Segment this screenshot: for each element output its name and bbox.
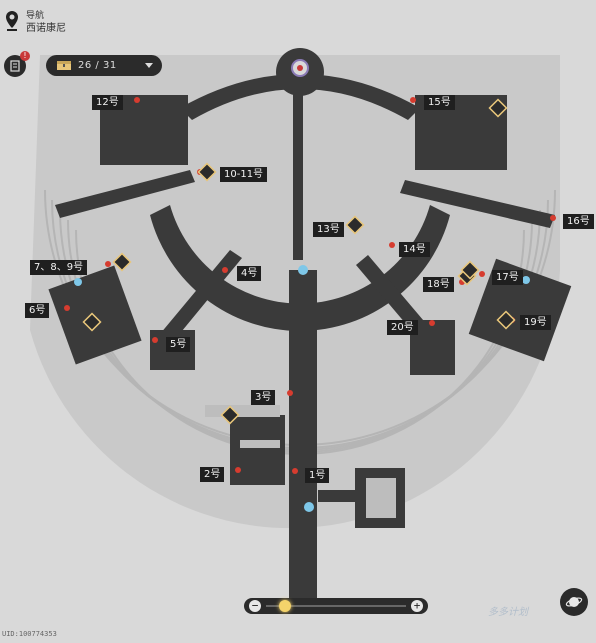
marker-dot-4[interactable]	[222, 267, 228, 273]
zoom-knob[interactable]	[278, 600, 291, 612]
chest-icon-3[interactable]	[220, 405, 240, 425]
waypoint-core	[297, 65, 303, 71]
area-label-12[interactable]: 12号	[92, 95, 123, 110]
anchor-marker-icon[interactable]	[304, 502, 314, 512]
chest-counter-dropdown[interactable]: 26 / 31	[46, 55, 162, 76]
map-layer-button[interactable]	[560, 588, 588, 616]
marker-dot-16[interactable]	[550, 215, 556, 221]
chest-icon-7-9[interactable]	[112, 252, 132, 272]
area-label-3[interactable]: 3号	[251, 390, 276, 405]
area-label-14[interactable]: 14号	[399, 242, 430, 257]
player-marker-icon	[298, 265, 308, 275]
location-pin-icon	[6, 11, 18, 31]
marker-dot-17[interactable]	[479, 271, 485, 277]
navigation-header: 导航 西诺康尼	[4, 10, 66, 36]
anchor-marker-icon[interactable]	[522, 276, 530, 284]
marker-dot-12[interactable]	[134, 97, 140, 103]
corridors	[48, 48, 572, 600]
area-label-15[interactable]: 15号	[424, 95, 455, 110]
area-label-18[interactable]: 18号	[423, 277, 454, 292]
marker-dot-1[interactable]	[292, 468, 298, 474]
area-label-19[interactable]: 19号	[520, 315, 551, 330]
area-label-20[interactable]: 20号	[387, 320, 418, 335]
watermark: 多多计划	[488, 607, 528, 618]
marker-dot-6[interactable]	[64, 305, 70, 311]
marker-dot-7-9[interactable]	[105, 261, 111, 267]
marker-dot-3[interactable]	[287, 390, 293, 396]
planet-icon	[565, 597, 583, 607]
chevron-down-icon	[145, 63, 153, 68]
area-label-6[interactable]: 6号	[25, 303, 50, 318]
area-label-7-9[interactable]: 7、8、9号	[30, 260, 88, 275]
chest-icon-6[interactable]	[82, 312, 102, 332]
chest-icon-10-11[interactable]	[197, 162, 217, 182]
marker-dot-5[interactable]	[152, 337, 158, 343]
area-label-5[interactable]: 5号	[166, 337, 191, 352]
chest-icon-17[interactable]	[460, 260, 480, 280]
zoom-track[interactable]	[266, 605, 406, 607]
area-label-16[interactable]: 16号	[563, 214, 594, 229]
area-label-17[interactable]: 17号	[492, 270, 523, 285]
marker-dot-20[interactable]	[429, 320, 435, 326]
area-label-4[interactable]: 4号	[237, 266, 262, 281]
chest-icon-13[interactable]	[345, 215, 365, 235]
area-label-1[interactable]: 1号	[305, 468, 330, 483]
marker-dot-2[interactable]	[235, 467, 241, 473]
quest-log-button[interactable]: !	[4, 51, 30, 77]
marker-dot-14[interactable]	[389, 242, 395, 248]
marker-layer	[64, 97, 556, 474]
chest-icon-19[interactable]	[496, 310, 516, 330]
treasure-chest-icon	[57, 61, 71, 70]
zoom-in-button[interactable]: +	[411, 600, 423, 612]
area-label-2[interactable]: 2号	[200, 467, 225, 482]
nav-title: 导航	[26, 11, 45, 21]
zoom-out-button[interactable]: −	[249, 600, 261, 612]
anchor-marker-icon[interactable]	[74, 278, 82, 286]
zoom-slider[interactable]: − +	[244, 598, 428, 614]
chest-icon-15[interactable]	[488, 98, 508, 118]
alert-badge: !	[20, 51, 30, 61]
area-label-10-11[interactable]: 10-11号	[220, 167, 268, 182]
location-name: 西诺康尼	[26, 23, 66, 34]
area-label-13[interactable]: 13号	[313, 222, 344, 237]
uid-text: UID:100774353	[2, 630, 57, 638]
chest-count: 26 / 31	[78, 60, 117, 71]
book-icon	[10, 60, 20, 72]
marker-dot-15[interactable]	[410, 97, 416, 103]
